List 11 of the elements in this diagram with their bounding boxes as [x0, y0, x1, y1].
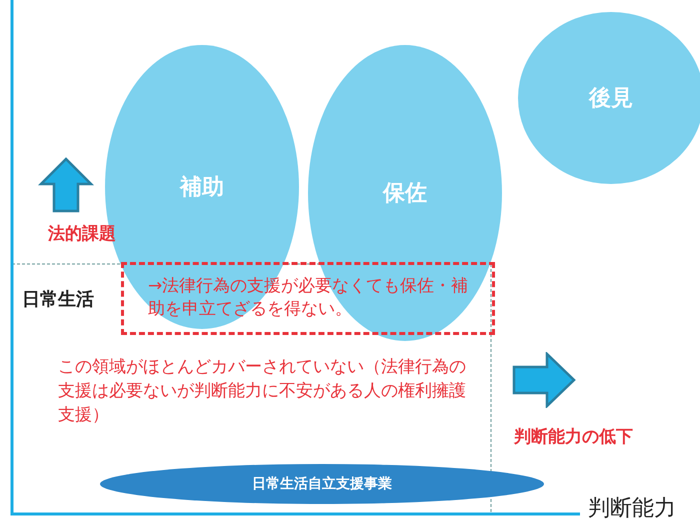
zone-label: 後見 — [589, 85, 633, 113]
zone-label: 日常生活自立支援事業 — [252, 475, 392, 493]
axis-label: 判断能力 — [588, 495, 676, 519]
ellipse-band — [100, 464, 544, 504]
row-label: 日常生活 — [22, 288, 94, 311]
zone-label: 保佐 — [383, 180, 427, 208]
zone-label: 補助 — [180, 174, 224, 202]
axis-label: 判断能力の低下 — [514, 426, 633, 448]
dashed-box — [121, 262, 495, 335]
note-text: この領域がほとんどカバーされていない（法律行為の支援は必要ないが判断能力に不安がある人の権利擁護支援） — [58, 356, 467, 427]
ellipse-zone — [518, 12, 700, 184]
